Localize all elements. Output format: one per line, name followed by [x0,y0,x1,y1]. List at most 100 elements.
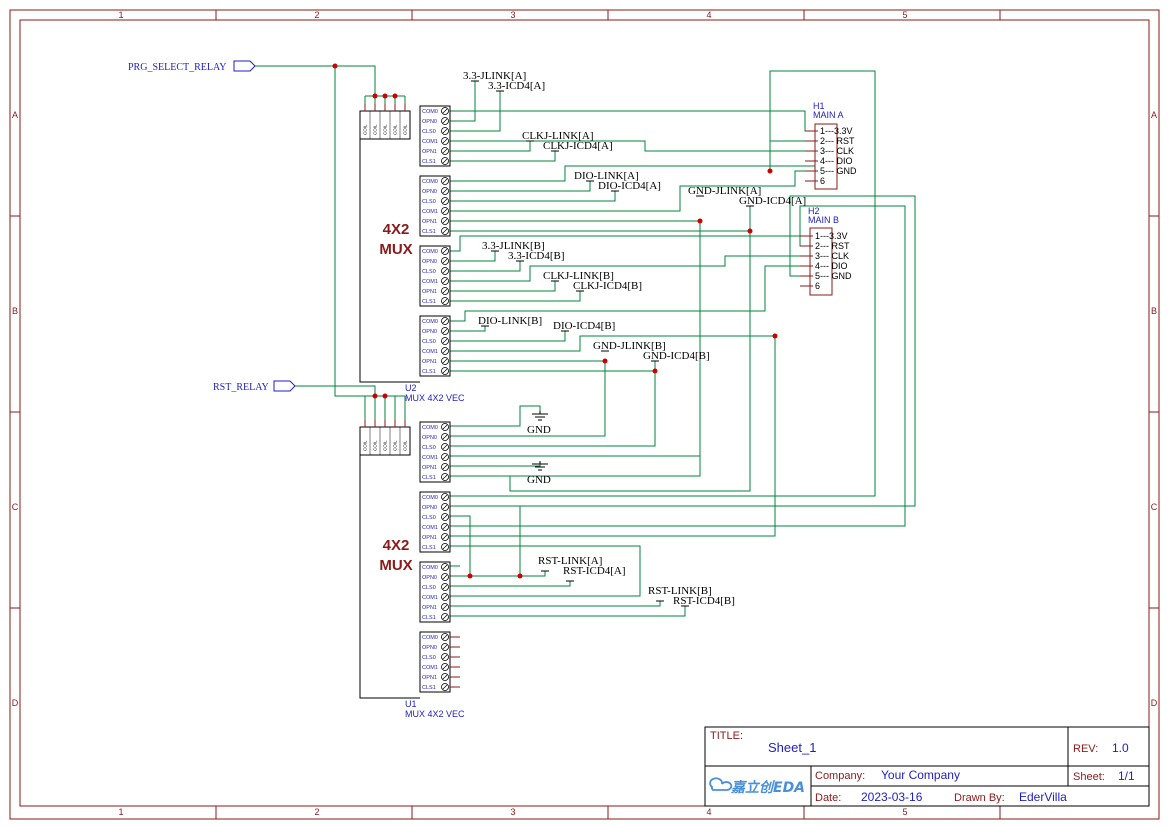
net-gnd-jlink-b: GND-JLINK[B] [593,340,666,352]
title-label: TITLE: [710,730,743,742]
header-pin-label: 6 [820,176,825,186]
relay-pin-label: OPN1 [422,359,437,365]
prg-select-relay-flag: PRG_SELECT_RELAY [128,60,256,73]
relay-pin-label: CLS0 [422,269,436,275]
sheet-frame: 1 2 3 4 5 1 2 3 4 5 A B C D A B C D [9,9,1160,820]
header-pin-label: 4--- DIO [820,156,853,166]
net-dio-link-b: DIO-LINK[B] [478,315,542,327]
coil-pin-label: COIL [403,124,408,135]
net-dio-icd4-b: DIO-ICD4[B] [553,320,615,332]
relay-pin-label: COM0 [422,425,438,431]
rst-relay-label: RST_RELAY [213,382,269,393]
zone-left-A: A [12,110,18,120]
header-pin-label: 3--- CLK [820,146,854,156]
mux-title-line2: MUX [379,557,412,574]
zone-right-B: B [1151,306,1157,316]
relay-pin-label: COM1 [422,525,438,531]
net-gnd-icd4-a: GND-ICD4[A] [739,195,806,207]
relay-pin-label: COM1 [422,455,438,461]
mux-title-line2: MUX [379,241,412,258]
relay-pin-label: COM0 [422,495,438,501]
relay-pin-label: COM1 [422,139,438,145]
relay-pin-label: COM1 [422,279,438,285]
relay-pin-label: CLS1 [422,229,436,235]
zone-bottom-2: 2 [314,807,319,817]
net-33-jlink-a: 3.3-JLINK[A] [463,70,526,82]
header-pin-label: 5--- GND [820,166,857,176]
relay-pin-label: CLS1 [422,369,436,375]
relay-pin-label: OPN1 [422,605,437,611]
mux-title-line1: 4X2 [383,537,410,554]
relay-pin-label: OPN0 [422,505,437,511]
relay-pin-label: CLS1 [422,685,436,691]
h2-name: MAIN B [808,215,839,225]
zone-bottom-1: 1 [118,807,123,817]
eda-logo: 嘉立创EDA [709,777,805,796]
header-pin-label: 3--- CLK [815,251,849,261]
company-value: Your Company [881,768,960,782]
relay-pin-label: CLS0 [422,445,436,451]
relay-pin-label: CLS0 [422,339,436,345]
relay-pin-label: COM0 [422,319,438,325]
mux-value: MUX 4X2 VEC [405,393,465,403]
mux-value: MUX 4X2 VEC [405,709,465,719]
zone-top-4: 4 [706,10,711,20]
net-clkj-link-a: CLKJ-LINK[A] [522,130,593,142]
relay-pin-label: CLS0 [422,515,436,521]
zone-top-2: 2 [314,10,319,20]
relay-pin-label: CLS1 [422,615,436,621]
relay-pin-label: COM0 [422,565,438,571]
relay-pin-label: OPN0 [422,329,437,335]
net-gnd-icd4-b: GND-ICD4[B] [643,350,710,362]
relay-pin-label: OPN1 [422,465,437,471]
relay-pin-label: OPN0 [422,435,437,441]
gnd-symbol-2: GND [527,461,551,486]
title-block: TITLE: Sheet_1 REV: 1.0 Company: Your Co… [704,726,1150,807]
net-clkj-icd4-a: CLKJ-ICD4[A] [543,140,613,152]
header-pin-label: 2--- RST [815,241,850,251]
h2-ref: H2 [808,206,820,216]
net-rst-link-b: RST-LINK[B] [648,585,712,597]
relay-pin-label: OPN0 [422,645,437,651]
coil-pin-label: COIL [383,124,388,135]
net-dio-icd4-a: DIO-ICD4[A] [598,180,661,192]
h1-name: MAIN A [813,110,844,120]
zone-bottom-4: 4 [706,807,711,817]
relay-pin-label: COM1 [422,209,438,215]
zone-bottom-5: 5 [902,807,907,817]
rev-label: REV: [1073,743,1098,755]
zone-left-C: C [12,502,19,512]
prg-select-relay-label: PRG_SELECT_RELAY [128,62,227,73]
header-pin-label: 5--- GND [815,271,852,281]
net-clkj-icd4-b: CLKJ-ICD4[B] [573,280,642,292]
gnd-symbol-1: GND [527,411,551,436]
junctions [332,63,778,579]
relay-pin-label: COM0 [422,249,438,255]
relay-pin-label: COM1 [422,349,438,355]
relay-pin-label: OPN1 [422,535,437,541]
zone-top-5: 5 [902,10,907,20]
sheet-label: Sheet: [1073,771,1105,783]
net-dio-link-a: DIO-LINK[A] [574,170,639,182]
mux-title-line1: 4X2 [383,221,410,238]
header-pin-label: 2--- RST [820,136,855,146]
date-value: 2023-03-16 [861,790,923,804]
relay-pin-label: OPN0 [422,189,437,195]
sheet-value: 1/1 [1118,769,1135,783]
sheet-title: Sheet_1 [768,740,816,755]
zone-top-1: 1 [118,10,123,20]
coil-pin-label: COIL [363,440,368,451]
zone-right-A: A [1151,110,1157,120]
relay-pin-label: OPN1 [422,289,437,295]
drawn-by-value: EderVilla [1019,790,1067,804]
net-33-icd4-b: 3.3-ICD4[B] [508,250,565,262]
relay-pin-label: CLS0 [422,585,436,591]
zone-right-D: D [1151,698,1158,708]
net-33-icd4-a: 3.3-ICD4[A] [488,80,545,92]
relay-pin-label: COM1 [422,665,438,671]
net-clkj-link-b: CLKJ-LINK[B] [543,270,614,282]
mux-ref: U2 [405,383,417,393]
